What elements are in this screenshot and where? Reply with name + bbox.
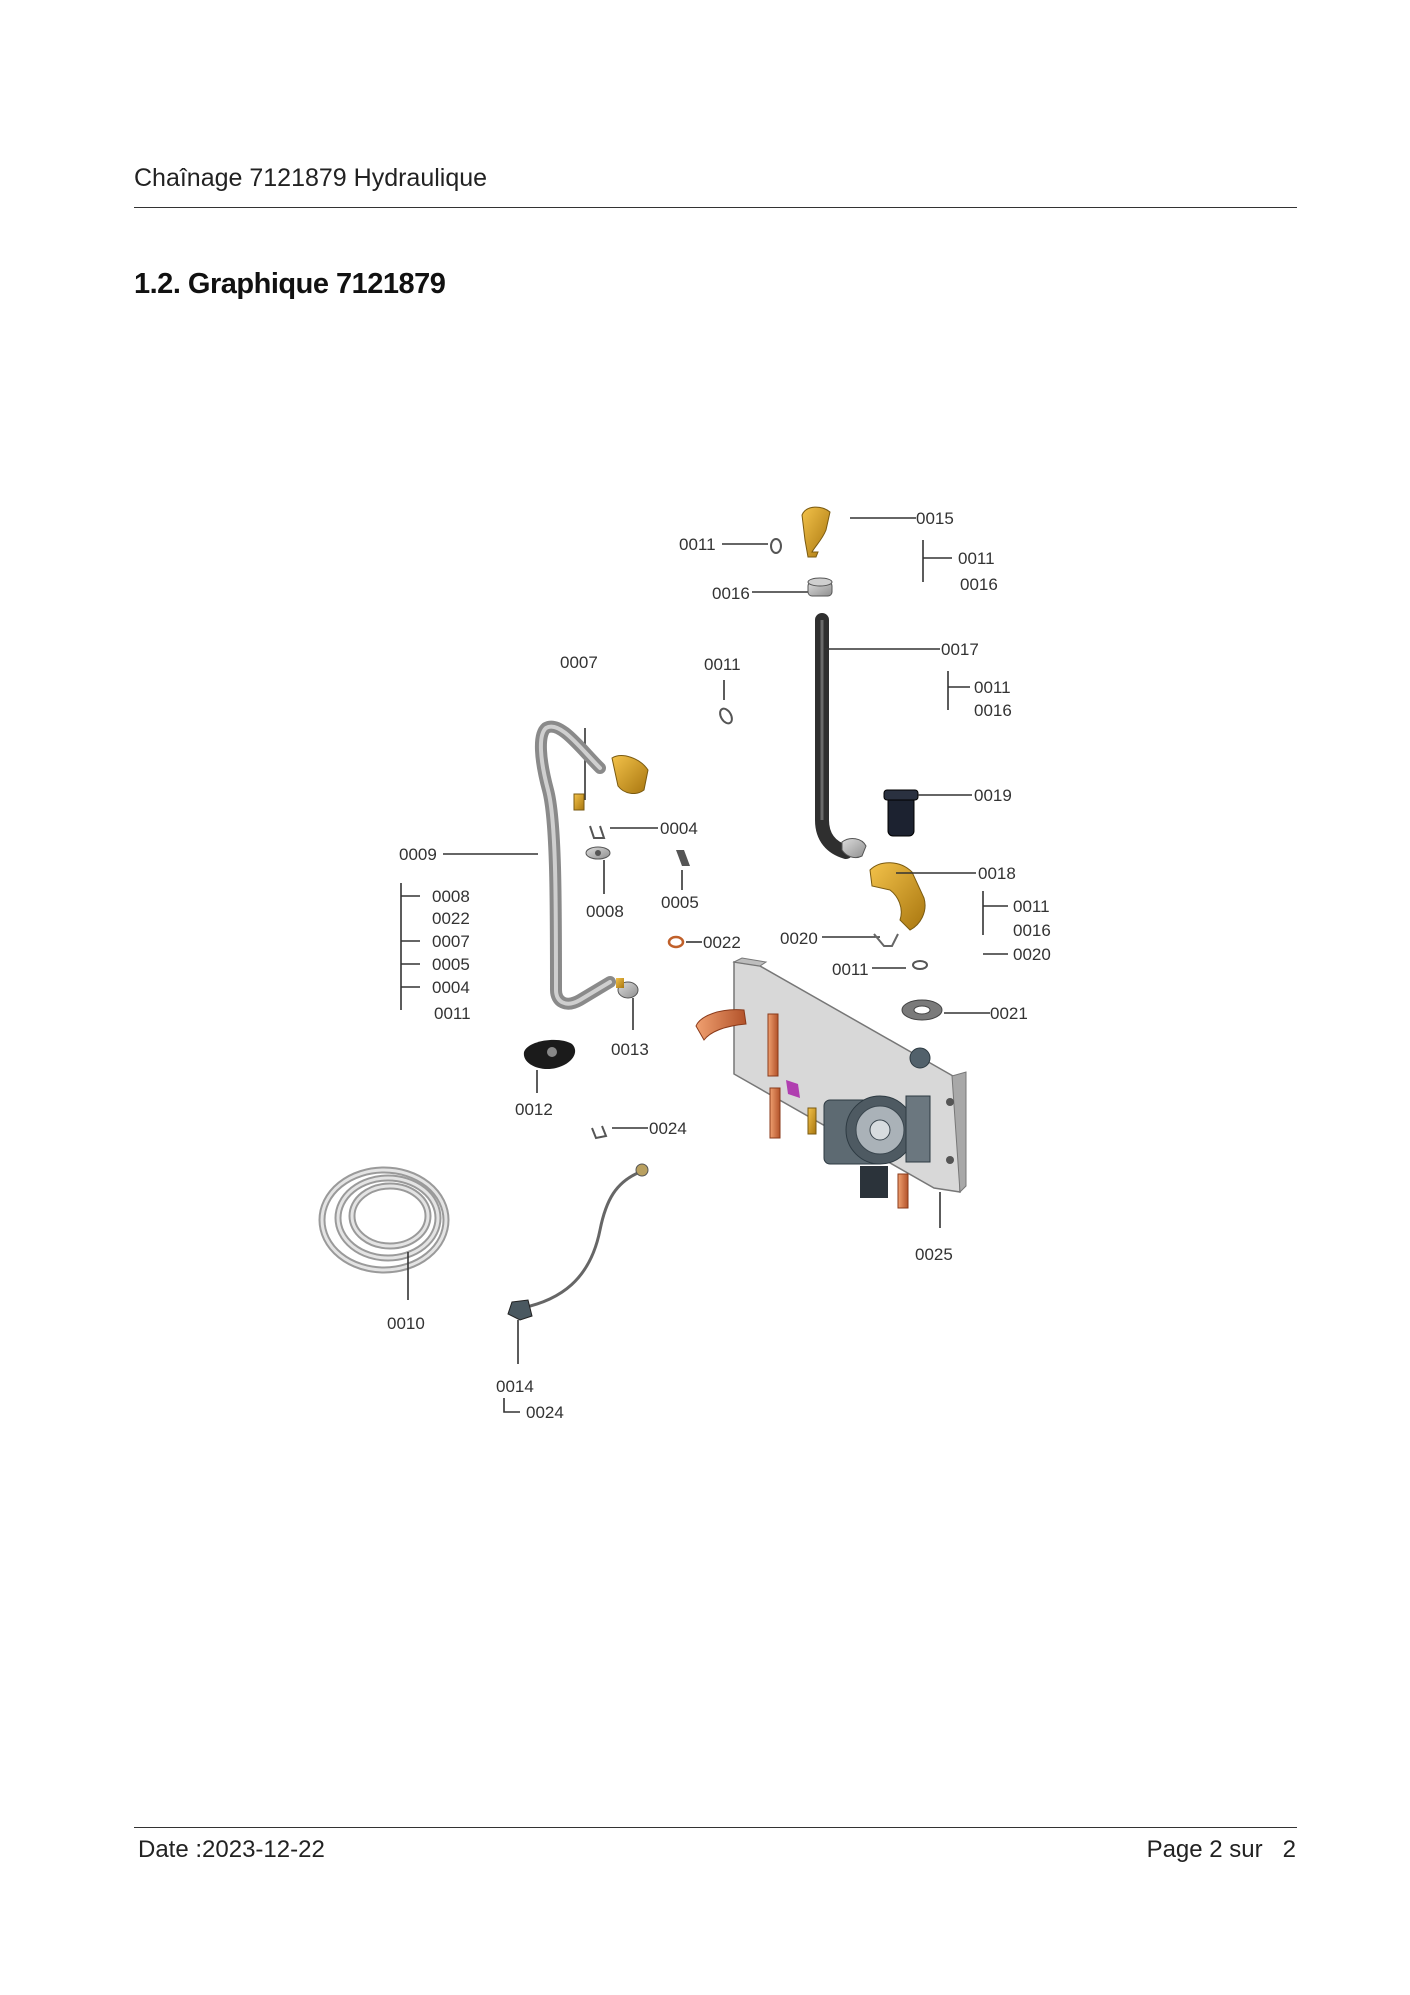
part-0011-oring <box>770 538 782 554</box>
part-0010-coiled-hose <box>318 1166 450 1274</box>
callout-0014: 0014 <box>496 1377 534 1396</box>
callout-0011-r2: 0011 <box>974 678 1011 697</box>
part-0022-ring <box>667 935 685 949</box>
part-0016-clip <box>807 577 833 597</box>
part-0008-clamp <box>585 846 611 860</box>
callout-0022-list: 0022 <box>432 909 470 928</box>
callout-0019: 0019 <box>974 786 1012 805</box>
part-0014-sensor <box>507 1163 649 1321</box>
callout-0011-list: 0011 <box>434 1004 471 1023</box>
callout-0008: 0008 <box>586 902 624 921</box>
leader-0014-sub <box>503 1398 520 1413</box>
callout-0010: 0010 <box>387 1314 425 1333</box>
footer-page-number: Page 2 sur 2 <box>1146 1836 1296 1863</box>
callout-0004: 0004 <box>660 819 698 838</box>
part-0011-oring-mid <box>719 707 733 725</box>
part-0012-gasket <box>523 1039 576 1070</box>
callout-0016-r3: 0016 <box>1013 921 1051 940</box>
callout-0011-low: 0011 <box>832 960 869 979</box>
callout-0016-left: 0016 <box>712 584 750 603</box>
footer-date: Date :2023-12-22 <box>138 1836 325 1863</box>
callout-0005-list: 0005 <box>432 955 470 974</box>
part-0025-hydraulic-block <box>695 957 967 1209</box>
part-0005-bleeder <box>676 850 690 866</box>
callout-0020: 0020 <box>780 929 818 948</box>
callout-0008-list: 0008 <box>432 887 470 906</box>
header-divider <box>134 207 1297 208</box>
footer-divider <box>134 1827 1297 1828</box>
callout-0004-list: 0004 <box>432 978 470 997</box>
document-header-title: Chaînage 7121879 Hydraulique <box>134 164 488 192</box>
callout-0013: 0013 <box>611 1040 649 1059</box>
callout-0011-top: 0011 <box>679 535 716 554</box>
callout-0016-r2: 0016 <box>974 701 1012 720</box>
callout-0022: 0022 <box>703 933 741 952</box>
callout-0025: 0025 <box>915 1245 953 1264</box>
section-title: 1.2. Graphique 7121879 <box>134 268 446 300</box>
part-0019-filter <box>883 789 919 837</box>
callout-0011-r1: 0011 <box>958 549 995 568</box>
callout-0005: 0005 <box>661 893 699 912</box>
part-0013-union <box>616 978 639 999</box>
part-0009-bent-pipe <box>534 720 649 1010</box>
part-0011-oring-low <box>912 960 928 970</box>
part-0024-clip <box>591 1125 608 1140</box>
callout-0017: 0017 <box>941 640 979 659</box>
callout-0007-list: 0007 <box>432 932 470 951</box>
part-0004-clip <box>589 825 606 839</box>
part-0021-washer <box>901 999 943 1021</box>
callout-0021: 0021 <box>990 1004 1028 1023</box>
callout-0015: 0015 <box>916 509 954 528</box>
callout-0007-top: 0007 <box>560 653 598 672</box>
callout-0012: 0012 <box>515 1100 553 1119</box>
callout-0016-r1: 0016 <box>960 575 998 594</box>
callout-0018: 0018 <box>978 864 1016 883</box>
part-0020-clip <box>873 933 899 947</box>
part-0017-pipe <box>815 613 853 859</box>
part-0018-fitting <box>841 838 926 931</box>
callout-0020-r3: 0020 <box>1013 945 1051 964</box>
callout-0024: 0024 <box>649 1119 687 1138</box>
callout-0009: 0009 <box>399 845 437 864</box>
callout-0011-mid: 0011 <box>704 655 741 674</box>
callout-0024-bottom: 0024 <box>526 1403 564 1422</box>
part-0015-elbow <box>801 506 831 558</box>
callout-0011-r3: 0011 <box>1013 897 1050 916</box>
